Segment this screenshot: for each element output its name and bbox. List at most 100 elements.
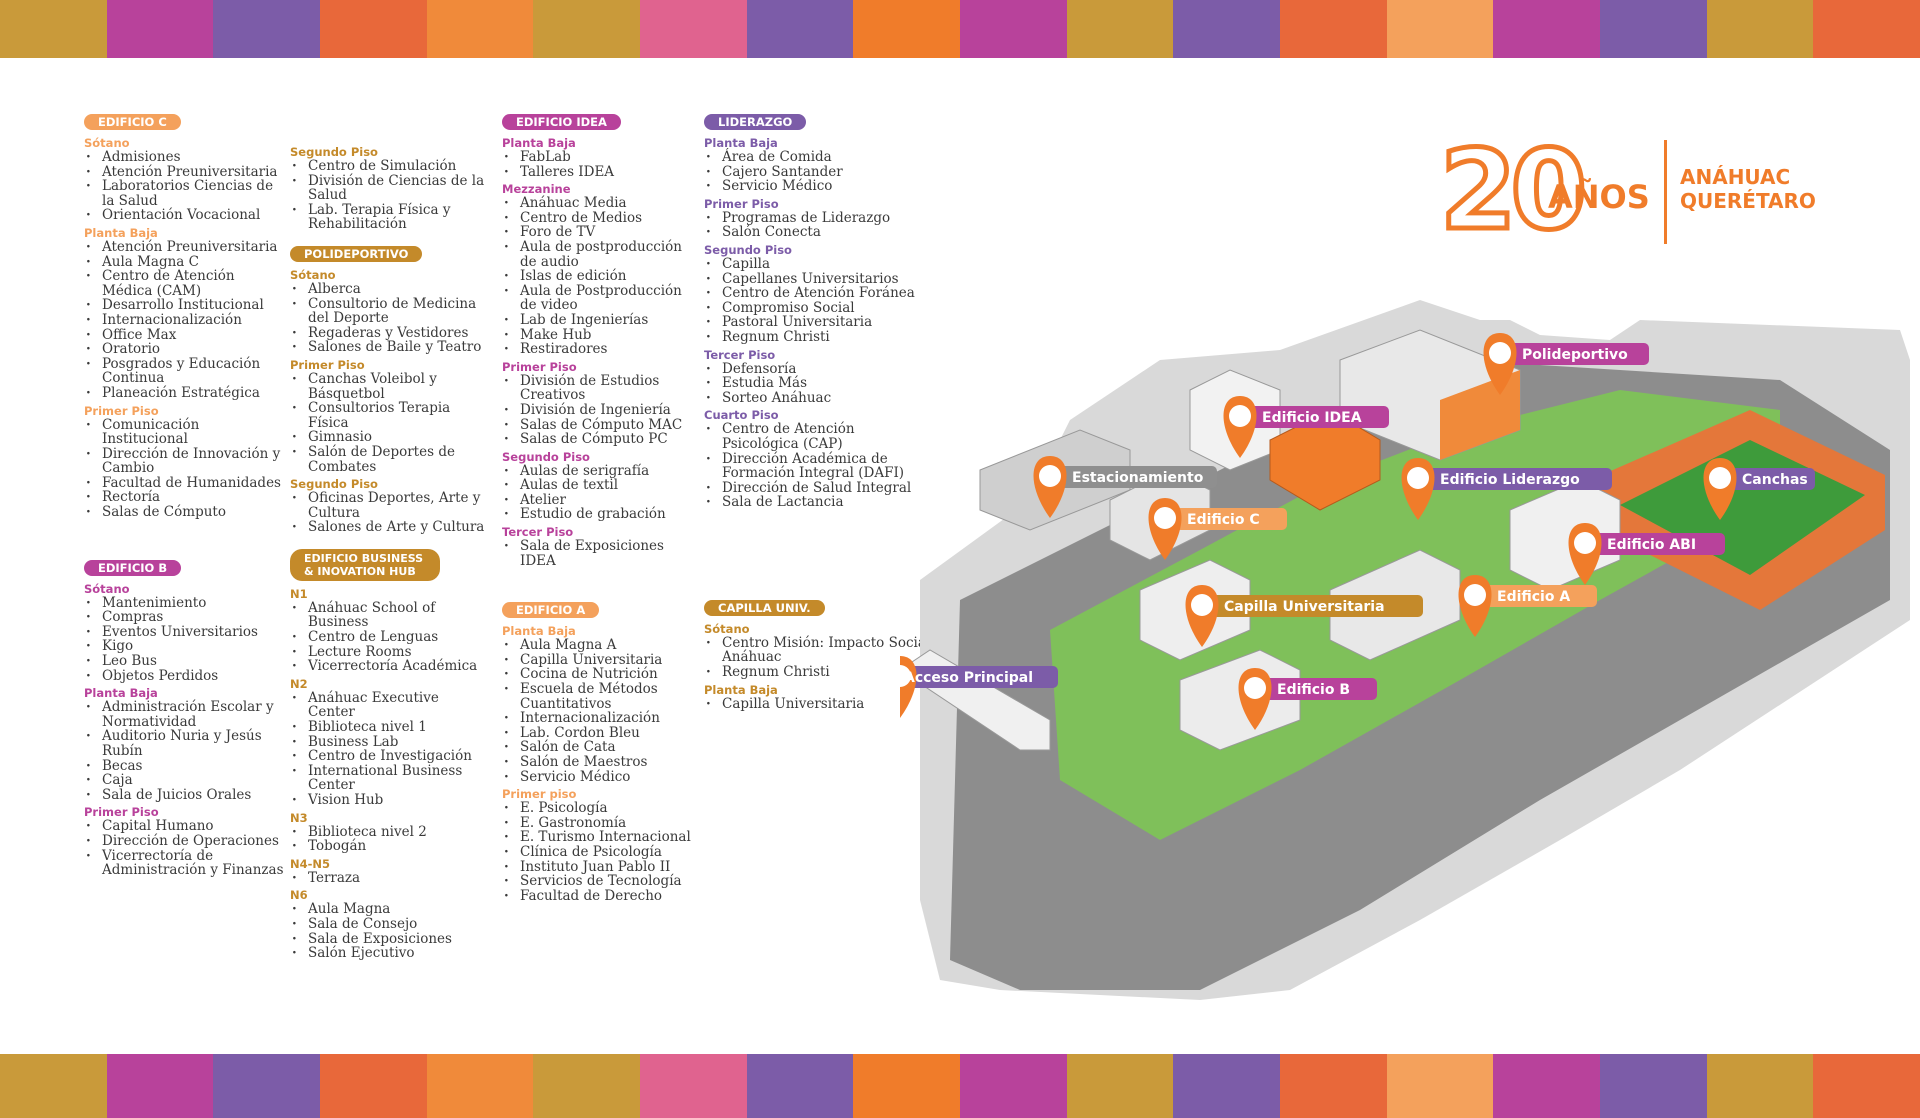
directory-item: Sorteo Anáhuac (704, 391, 934, 406)
directory-item: Atención Preuniversitaria (84, 240, 284, 255)
map-pin-polideportivo[interactable]: Polideportivo (1483, 333, 1650, 395)
directory-item: Regnum Christi (704, 665, 934, 680)
floor-label: N1 (290, 586, 308, 601)
band-tile (1600, 1054, 1707, 1118)
band-tile (746, 1054, 854, 1118)
map-pin-edificio-idea[interactable]: Edificio IDEA (1223, 396, 1390, 458)
pin-label: Canchas (1742, 472, 1808, 488)
pin-dot (1244, 677, 1266, 699)
directory-column-1: EDIFICIO CSótanoAdmisionesAtención Preun… (84, 114, 284, 892)
pin-label: Edificio Liderazgo (1440, 472, 1580, 488)
directory-item: Leo Bus (84, 654, 284, 669)
floor-label: Planta Baja (704, 136, 778, 150)
directory-item: Capital Humano (84, 819, 284, 834)
directory-item: Consultorio de Medicina del Deporte (290, 296, 490, 326)
directory-item: Regnum Christi (704, 330, 934, 345)
pin-label-bg (1510, 343, 1649, 365)
map-pin-edificio-c[interactable]: Edificio C (1148, 498, 1288, 560)
directory-item: Centro de Medios (502, 211, 702, 226)
band-tile (1280, 0, 1387, 58)
directory-item: Salones de Arte y Cultura (290, 520, 490, 535)
map-pin-capilla-universitaria[interactable]: Capilla Universitaria (1185, 585, 1424, 647)
map-pin-edificio-b[interactable]: Edificio B (1238, 668, 1378, 730)
section: Segundo PisoCentro de SimulaciónDivisión… (290, 145, 490, 232)
directory-item: Compras (84, 610, 284, 625)
band-tile (960, 0, 1067, 58)
band-tile (960, 1054, 1067, 1118)
directory-item: Lab. Cordon Bleu (502, 726, 702, 741)
directory-item: Alberca (290, 282, 490, 297)
directory-item: Facultad de Derecho (502, 889, 702, 904)
floor-label: Segundo Piso (290, 145, 378, 159)
directory-item: Posgrados y Educación Continua (84, 356, 284, 386)
directory-item: Salón de Deportes de Combates (290, 445, 490, 474)
directory-column-2: Segundo PisoCentro de SimulaciónDivisión… (290, 142, 490, 975)
directory-item: Terraza (290, 871, 490, 886)
map-pin-edificio-liderazgo[interactable]: Edificio Liderazgo (1401, 458, 1613, 520)
directory-item: Canchas Voleibol y Básquetbol (290, 372, 490, 401)
floor-label: Sótano (84, 136, 130, 150)
pin-dot (1154, 507, 1176, 529)
band-tile (1600, 0, 1707, 58)
floor-label: Cuarto Piso (704, 408, 779, 423)
directory-item: Centro de Simulación (290, 159, 490, 174)
section-header: EDIFICIO A (502, 602, 600, 619)
directory-item: E. Gastronomía (502, 816, 702, 831)
directory-item: Capilla Universitaria (502, 653, 702, 668)
directory-item: Clínica de Psicología (502, 845, 702, 860)
floor-label: N4-N5 (290, 856, 331, 871)
band-tile (1706, 1054, 1814, 1118)
pin-label-bg (1485, 585, 1597, 607)
anahuac-20-anos-logo: 20 AÑOS ANÁHUAC QUERÉTARO (1440, 136, 1816, 246)
directory-item: Estudio de grabación (502, 507, 702, 522)
directory-item: División de Ingeniería (502, 403, 702, 418)
map-pin-edificio-abi[interactable]: Edificio ABI (1568, 523, 1726, 585)
pin-label: Estacionamiento (1072, 470, 1204, 486)
band-tile (640, 1054, 747, 1118)
directory-item: Servicios de Tecnología (502, 874, 702, 889)
directory-item: Salas de Cómputo (84, 505, 284, 520)
directory-item: Aula de postproducción de audio (502, 240, 702, 269)
band-tile (106, 1054, 214, 1118)
band-tile (213, 1054, 321, 1118)
directory-item: Servicio Médico (704, 179, 934, 194)
directory-item: Biblioteca nivel 1 (290, 720, 490, 735)
band-tile (1813, 1054, 1920, 1118)
section-header: EDIFICIO BUSINESS & INOVATION HUB (290, 548, 440, 581)
directory-item: Make Hub (502, 327, 702, 343)
directory-item: Aulas de textil (502, 478, 702, 493)
pin-label-bg (1428, 468, 1612, 490)
floor-label: Planta Baja (502, 624, 576, 639)
map-pin-acceso-principal[interactable]: Acceso Principal (900, 656, 1058, 718)
logo-line1: ANÁHUAC (1680, 165, 1790, 189)
directory-item: Sala de Exposiciones IDEA (502, 539, 702, 568)
directory-item: Sala de Lactancia (704, 495, 934, 510)
logo-line2: QUERÉTARO (1680, 189, 1816, 213)
section-header: EDIFICIO B (84, 559, 182, 576)
directory-item: Cajero Santander (704, 164, 934, 180)
band-tile (426, 1054, 534, 1118)
pin-dot (1407, 467, 1429, 489)
directory-item: Escuela de Métodos Cuantitativos (502, 682, 702, 711)
map-pin-canchas[interactable]: Canchas (1703, 458, 1816, 520)
section: POLIDEPORTIVOSótanoAlbercaConsultorio de… (290, 245, 490, 535)
directory-item: Atelier (502, 493, 702, 508)
directory-item: Laboratorios Ciencias de la Salud (84, 179, 284, 208)
floor-label: Sótano (84, 581, 130, 596)
band-tile (533, 1054, 641, 1118)
directory-item: Oficinas Deportes, Arte y Cultura (290, 491, 490, 520)
directory-item: International Business Center (290, 763, 490, 793)
map-pin-estacionamiento[interactable]: Estacionamiento (1033, 456, 1218, 518)
directory-item: Planeación Estratégica (84, 386, 284, 401)
directory-item: Pastoral Universitaria (704, 315, 934, 330)
map-pin-edificio-a[interactable]: Edificio A (1458, 575, 1598, 637)
directory-item: Anáhuac Executive Center (290, 690, 490, 720)
pin-label: Edificio ABI (1607, 537, 1696, 553)
section: EDIFICIO CSótanoAdmisionesAtención Preun… (84, 114, 284, 520)
directory-item: Capellanes Universitarios (704, 271, 934, 287)
directory-item: Centro de Atención Médica (CAM) (84, 269, 284, 298)
floor-label: Primer Piso (84, 403, 159, 418)
